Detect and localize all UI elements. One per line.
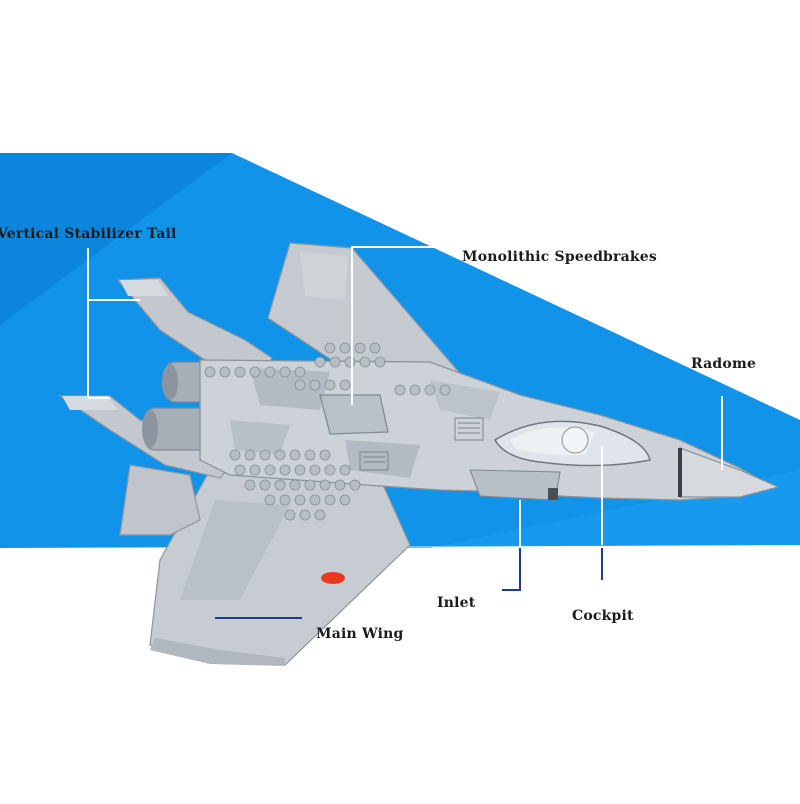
label-radome: Radome xyxy=(691,356,757,372)
grille-details xyxy=(359,417,484,471)
label-inlet: Inlet xyxy=(437,595,476,611)
inlet xyxy=(469,469,561,501)
aircraft xyxy=(58,242,780,666)
background-band-shade xyxy=(0,153,232,325)
speedbrake xyxy=(319,394,389,435)
label-cockpit: Cockpit xyxy=(572,608,634,624)
upper-stabilizer xyxy=(116,277,273,373)
label-main-wing: Main Wing xyxy=(316,626,404,642)
studs-lower xyxy=(229,449,361,521)
wing-store xyxy=(321,572,345,584)
leader-lines xyxy=(87,246,723,619)
leader-speedbrakes xyxy=(351,246,452,405)
ventral-fin xyxy=(119,464,201,536)
label-monolithic-speedbrakes: Monolithic Speedbrakes xyxy=(462,249,657,265)
background-band-light xyxy=(160,470,800,548)
studs-upper xyxy=(204,342,451,396)
pilot-helmet xyxy=(561,426,589,454)
label-vertical-stabilizer-tail: Vertical Stabilizer Tail xyxy=(0,226,177,242)
